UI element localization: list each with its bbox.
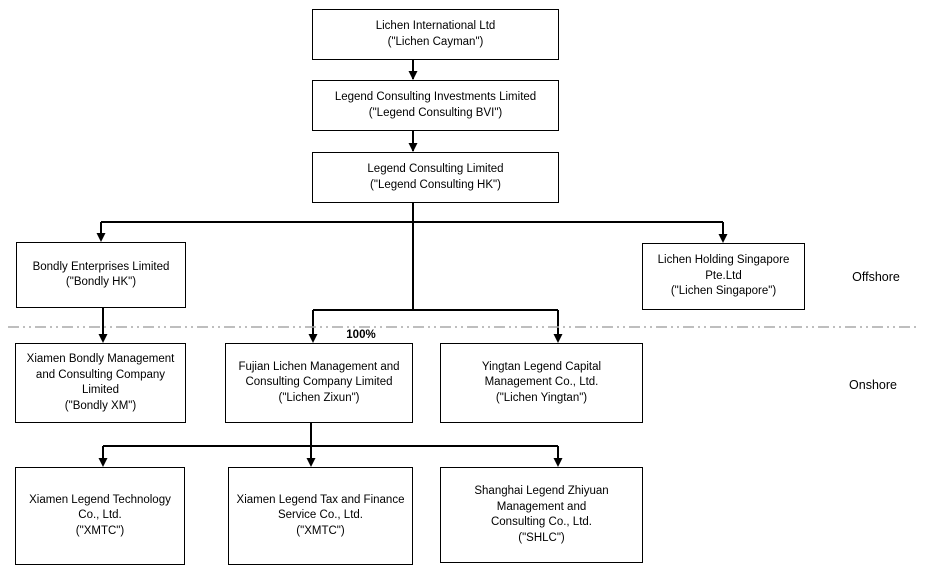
node-line: Xiamen Legend Technology — [29, 493, 171, 506]
node-line: ("XMTC") — [296, 524, 345, 537]
node-line: ("Lichen Cayman") — [387, 35, 484, 48]
node-line: Management Co., Ltd. — [484, 376, 599, 389]
node-line: Consulting Company Limited — [245, 376, 393, 389]
node-line: ("Bondly HK") — [65, 276, 137, 288]
arrowheads — [96, 71, 728, 467]
node-legend-consulting-bvi: Legend Consulting Investments Limited ("… — [312, 80, 559, 131]
node-line: Service Co., Ltd. — [277, 509, 363, 522]
node-line: Lichen Holding Singapore — [657, 254, 790, 267]
node-line: Fujian Lichen Management and — [238, 360, 400, 373]
node-line: ("Lichen Zixun") — [278, 391, 360, 404]
arrow-down-icon — [308, 334, 318, 343]
node-bondly-hk: Bondly Enterprises Limited ("Bondly HK") — [16, 242, 186, 308]
arrow-down-icon — [96, 233, 106, 242]
node-lichen-singapore: Lichen Holding Singapore Pte.Ltd ("Liche… — [642, 243, 805, 310]
node-lichen-yingtan: Yingtan Legend Capital Management Co., L… — [440, 343, 643, 423]
arrow-down-icon — [408, 71, 418, 80]
node-line: Shanghai Legend Zhiyuan — [474, 485, 609, 497]
node-line: Lichen International Ltd — [375, 20, 496, 32]
node-line: Legend Consulting Investments Limited — [334, 91, 537, 103]
arrow-down-icon — [553, 334, 563, 343]
offshore-label: Offshore — [852, 270, 900, 284]
onshore-label: Onshore — [849, 378, 897, 392]
node-line: Legend Consulting Limited — [367, 163, 504, 175]
node-line: Pte.Ltd — [705, 269, 742, 282]
node-line: Xiamen Legend Tax and Finance — [236, 493, 405, 506]
node-line: Xiamen Bondly Management — [26, 353, 175, 365]
node-legend-consulting-hk: Legend Consulting Limited ("Legend Consu… — [312, 152, 559, 203]
node-bondly-xm: Xiamen Bondly Management and Consulting … — [15, 343, 186, 423]
node-line: ("SHLC") — [518, 531, 565, 544]
node-line: Co., Ltd. — [78, 509, 122, 522]
node-line: ("Bondly XM") — [64, 399, 137, 412]
node-line: ("Lichen Singapore") — [670, 285, 777, 298]
ownership-percentage-label: 100% — [346, 329, 376, 341]
node-line: ("Lichen Yingtan") — [495, 391, 588, 404]
node-xmtc-tax-finance: Xiamen Legend Tax and Finance Service Co… — [228, 467, 413, 565]
connector-lines — [100, 60, 724, 462]
node-xmtc-technology: Xiamen Legend Technology Co., Ltd. ("XMT… — [15, 467, 185, 565]
node-line: ("Legend Consulting HK") — [370, 178, 501, 191]
node-line: Bondly Enterprises Limited — [32, 260, 170, 273]
arrow-down-icon — [306, 458, 316, 467]
node-line: and Consulting Company — [35, 368, 166, 381]
node-line: Management and — [496, 500, 587, 513]
connector-hk-children — [100, 203, 724, 338]
arrow-down-icon — [718, 234, 728, 243]
arrow-down-icon — [98, 458, 108, 467]
arrow-down-icon — [98, 334, 108, 343]
node-lichen-cayman: Lichen International Ltd ("Lichen Cayman… — [312, 9, 559, 60]
node-line: ("XMTC") — [75, 524, 125, 537]
node-line: Yingtan Legend Capital — [481, 360, 602, 373]
arrow-down-icon — [553, 458, 563, 467]
connector-zixun-children — [102, 423, 559, 462]
node-line: ("Legend Consulting BVI") — [368, 106, 503, 119]
node-lichen-zixun: Fujian Lichen Management and Consulting … — [225, 343, 413, 423]
node-line: Limited — [81, 384, 120, 396]
arrow-down-icon — [408, 143, 418, 152]
node-shlc: Shanghai Legend Zhiyuan Management and C… — [440, 467, 643, 563]
node-line: Consulting Co., Ltd. — [490, 516, 592, 528]
